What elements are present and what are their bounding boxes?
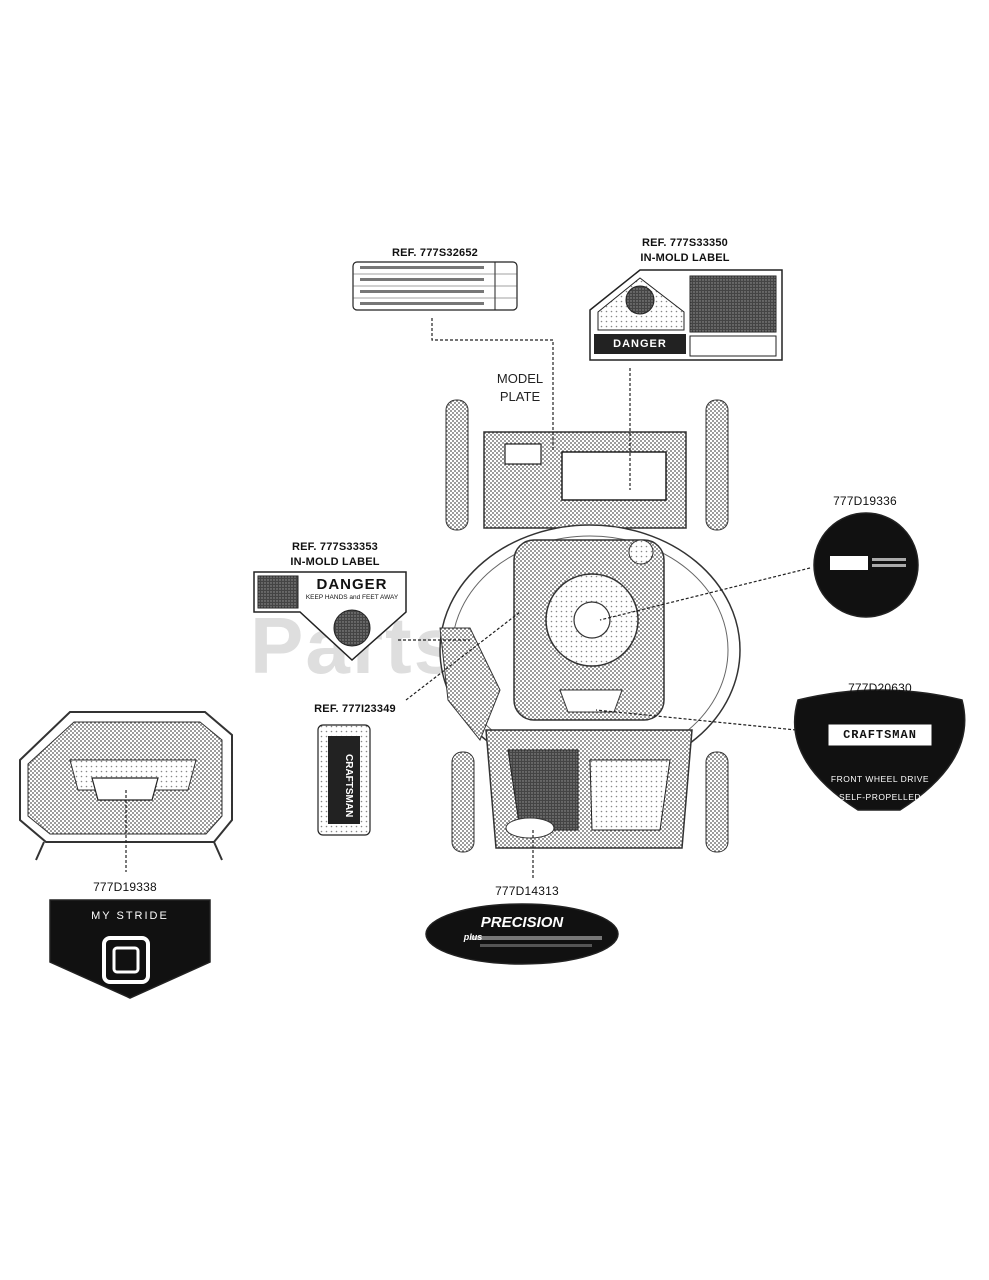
- fuel-cap: [628, 539, 654, 565]
- danger-top-text: DANGER: [613, 338, 667, 350]
- engine-decal-circle: [573, 601, 611, 639]
- leader-lines: [125, 318, 811, 878]
- ref-777I23349-label: REF. 777I23349: [314, 703, 396, 715]
- danger-left-subtext: KEEP HANDS and FEET AWAY: [305, 594, 399, 601]
- decal-777D20630: [793, 689, 966, 811]
- my-stride-decal-spot: [91, 777, 159, 801]
- plus-text: plus: [463, 932, 483, 942]
- part-777D19336-label: 777D19336: [833, 494, 897, 508]
- rear-left-wheel: [445, 399, 469, 531]
- ref-777S33350-sublabel: IN-MOLD LABEL: [640, 252, 730, 264]
- model-plate-label: MODEL: [496, 371, 544, 386]
- vertical-decal-text: CRAFTSMAN: [343, 754, 354, 818]
- self-propelled-text: SELF-PROPELLED: [838, 792, 922, 802]
- front-right-wheel: [705, 751, 729, 853]
- left-side-panel: [439, 627, 501, 741]
- decal-777D14313: [425, 903, 619, 965]
- decal-777S33353: [253, 571, 407, 662]
- model-plate-box: [504, 443, 542, 465]
- handle-assembly: [19, 711, 233, 861]
- rear-in-mold-label: [561, 451, 667, 501]
- ref-777S33353-label: REF. 777S33353: [292, 541, 378, 553]
- part-777D14313-label: 777D14313: [495, 884, 559, 898]
- craftsman-text: CRAFTSMAN: [843, 728, 917, 742]
- front-vent-right: [589, 759, 671, 831]
- decal-777S32652: [352, 261, 518, 311]
- ref-777S33350-label: REF. 777S33350: [642, 237, 728, 249]
- danger-left-text: DANGER: [316, 576, 388, 593]
- ref-777S33353-sublabel: IN-MOLD LABEL: [290, 556, 380, 568]
- model-plate-sublabel: PLATE: [499, 389, 541, 404]
- my-stride-text: MY STRIDE: [91, 910, 169, 922]
- part-777D19338-label: 777D19338: [93, 880, 157, 894]
- rear-right-wheel: [705, 399, 729, 531]
- ref-777S32652-label: REF. 777S32652: [392, 247, 478, 259]
- mower-body: [439, 399, 741, 853]
- part-777D20630-label: 777D20630: [848, 681, 912, 695]
- air-filter-decal: [559, 689, 623, 713]
- decal-777S33350: [589, 269, 783, 361]
- decal-777I23349: [317, 724, 371, 836]
- front-wheel-drive-text: FRONT WHEEL DRIVE: [830, 774, 930, 784]
- front-left-wheel: [451, 751, 475, 853]
- decal-777D19338: [49, 899, 211, 999]
- precision-decal-spot: [505, 817, 555, 839]
- decal-777D19336: [813, 512, 919, 618]
- front-vent-left: [507, 749, 579, 831]
- precision-text: PRECISION: [480, 914, 564, 931]
